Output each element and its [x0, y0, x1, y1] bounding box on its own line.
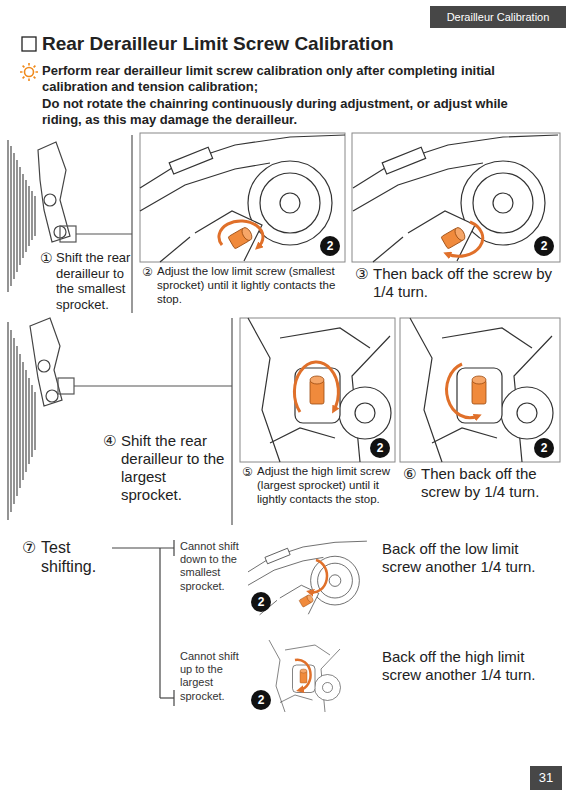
small-high-image	[269, 640, 341, 712]
step-text: Then back off the screw by 1/4 turn.	[421, 465, 561, 501]
step-text: Shift the rear derailleur to the largest…	[121, 432, 229, 504]
step-number: ⑤	[242, 465, 253, 479]
callout-number: 2	[534, 236, 554, 256]
header-text: Derailleur Calibration	[441, 7, 556, 27]
derailleur-large	[30, 318, 232, 406]
step-text: Then back off the screw by 1/4 turn.	[373, 265, 558, 301]
callout-number: 2	[370, 438, 390, 458]
cassette-large	[8, 322, 35, 520]
callout-number: 2	[534, 438, 554, 458]
checkbox	[22, 37, 36, 51]
step-text: Test shifting.	[41, 538, 109, 576]
step-text: Adjust the high limit screw (largest spr…	[257, 465, 397, 506]
warning-text: Perform rear derailleur limit screw cali…	[42, 63, 547, 94]
step-text: Shift the rear derailleur to the smalles…	[56, 250, 132, 312]
test-bracket	[112, 540, 174, 706]
result-text: Back off the high limit screw another 1/…	[382, 648, 557, 684]
step-number: ⑦	[22, 538, 36, 557]
callout-number: 2	[320, 236, 340, 256]
step-number: ③	[355, 265, 368, 283]
callout-number: 2	[251, 592, 271, 612]
divider	[131, 135, 132, 313]
panel-high-backoff	[400, 318, 560, 462]
step-number: ⑥	[403, 465, 416, 483]
cassette-small	[8, 140, 35, 292]
small-low-image	[248, 541, 367, 615]
condition-text: Cannot shift down to the smallest sprock…	[180, 540, 244, 593]
panel-low-backoff	[352, 133, 560, 262]
warning-text: Do not rotate the chainring continuously…	[42, 96, 547, 127]
page-title: Rear Derailleur Limit Screw Calibration	[42, 33, 394, 56]
panel-high-screw	[240, 318, 395, 462]
result-text: Back off the low limit screw another 1/4…	[382, 540, 557, 576]
step-text: Adjust the low limit screw (smallest spr…	[157, 265, 343, 306]
step-number: ①	[40, 250, 53, 267]
callout-number: 2	[251, 690, 271, 710]
divider	[231, 318, 232, 525]
step-number: ④	[103, 432, 116, 450]
panel-low-screw	[140, 133, 345, 262]
warning-icon	[20, 63, 38, 81]
step-number: ②	[142, 265, 153, 279]
derailleur-small	[38, 142, 132, 242]
page-number: 31	[530, 766, 562, 790]
header-tab: Derailleur Calibration	[430, 6, 566, 28]
condition-text: Cannot shift up to the largest sprocket.	[180, 650, 244, 703]
